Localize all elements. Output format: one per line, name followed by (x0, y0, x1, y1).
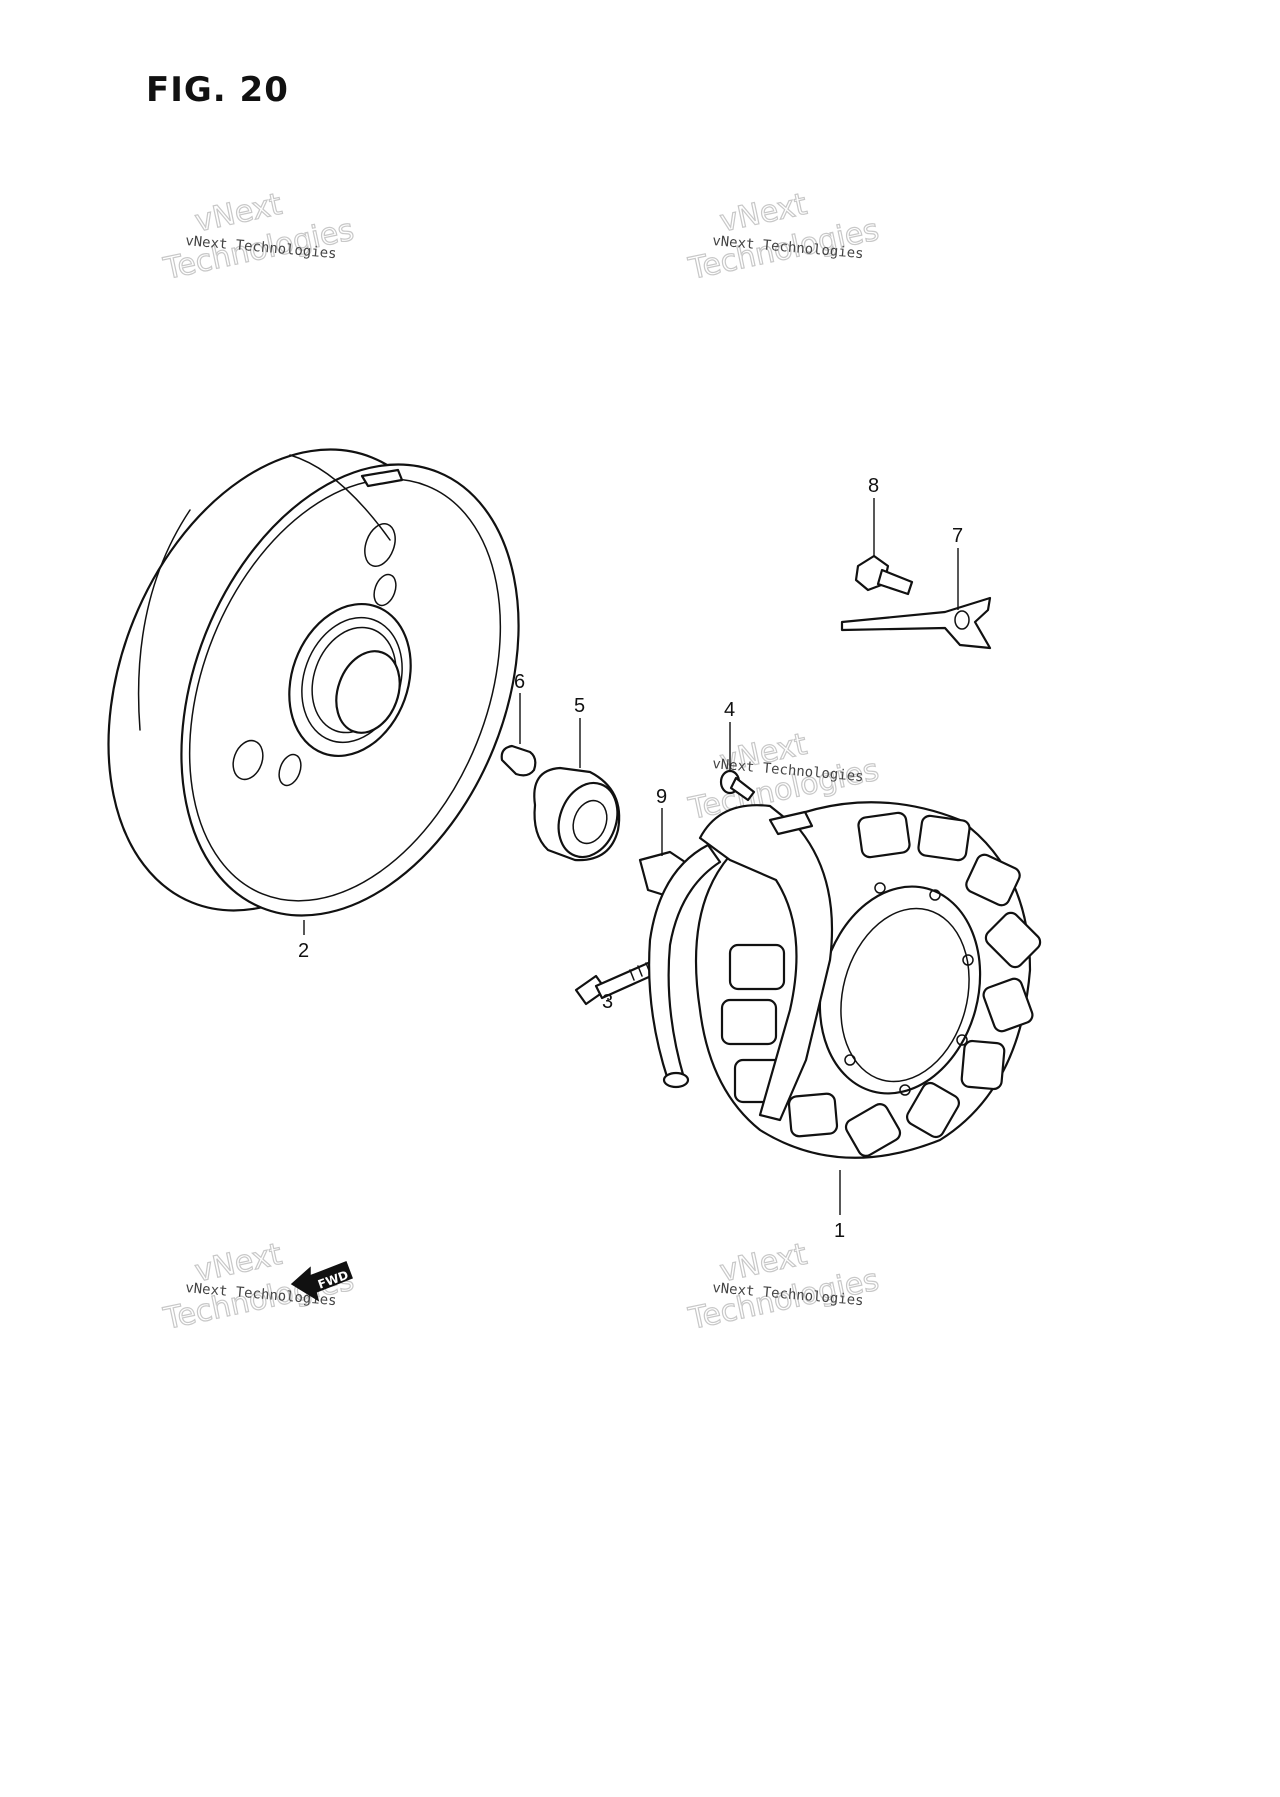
callout-2: 2 (298, 940, 309, 962)
coil-2 (917, 814, 971, 862)
stator-harness-sheath (698, 804, 834, 1122)
watermark-bottom-right: vNext Technologies vNext Technologies (685, 1236, 883, 1337)
stator-hole-6 (844, 1054, 856, 1066)
rotor-side-shade (137, 509, 191, 731)
stator-hole-2 (929, 889, 941, 901)
part-4-screw (719, 769, 756, 802)
clamp-hole (954, 610, 970, 630)
coil-8 (844, 1103, 902, 1157)
callout-7: 7 (952, 525, 963, 547)
stator-bore-inner (840, 907, 970, 1083)
callout-3: 3 (602, 991, 613, 1013)
callout-4: 4 (724, 699, 735, 721)
rotor-inner-rim (188, 478, 502, 902)
rotor-hole-4 (278, 753, 302, 787)
figure-title: FIG. 20 (146, 70, 289, 110)
callout-5: 5 (574, 695, 585, 717)
coil-12 (728, 943, 786, 991)
stator-hole-3 (962, 954, 974, 966)
coil-7 (906, 1081, 960, 1139)
stator-hole-1 (874, 882, 886, 894)
bushing-bore (572, 799, 608, 845)
callout-1: 1 (834, 1220, 845, 1242)
rotor-hole-1 (364, 523, 396, 567)
callout-8: 8 (868, 475, 879, 497)
callout-9: 9 (656, 786, 667, 808)
watermark-top-left: vNext Technologies vNext Technologies (160, 186, 358, 287)
coil-9 (787, 1092, 839, 1138)
part-1-stator (648, 801, 1042, 1159)
stator-lead-end (662, 1071, 690, 1089)
coil-5 (982, 977, 1034, 1033)
bushing-face (557, 781, 619, 859)
stator-hole-4 (956, 1034, 968, 1046)
callout-6: 6 (514, 671, 525, 693)
part-5-bushing (533, 766, 621, 862)
rotor-hole-2 (373, 573, 397, 607)
part-8-bolt (854, 554, 914, 596)
rotor-magnet-tab (360, 468, 404, 488)
stator-connector (768, 810, 814, 836)
rotor-hub-bore (335, 650, 401, 734)
part-2-rotor (107, 448, 520, 917)
coil-4 (984, 911, 1042, 969)
coil-11 (720, 998, 778, 1046)
fwd-arrow-icon (290, 1261, 353, 1302)
coil-3 (965, 853, 1021, 907)
coil-1 (857, 811, 911, 859)
clamp-body (840, 596, 992, 650)
part-6-key (500, 744, 537, 777)
stator-bolt-holes (844, 882, 974, 1096)
screw-shank (729, 776, 756, 802)
watermark-top-right: vNext Technologies vNext Technologies (685, 186, 883, 287)
rotor-hole-3 (232, 739, 264, 781)
coil-6 (960, 1039, 1006, 1091)
part-3-bolt (574, 958, 662, 1006)
key-body (500, 744, 537, 777)
stator-hole-5 (899, 1084, 911, 1096)
part-7-clamp (840, 596, 992, 650)
bolt8-shank (876, 568, 914, 596)
